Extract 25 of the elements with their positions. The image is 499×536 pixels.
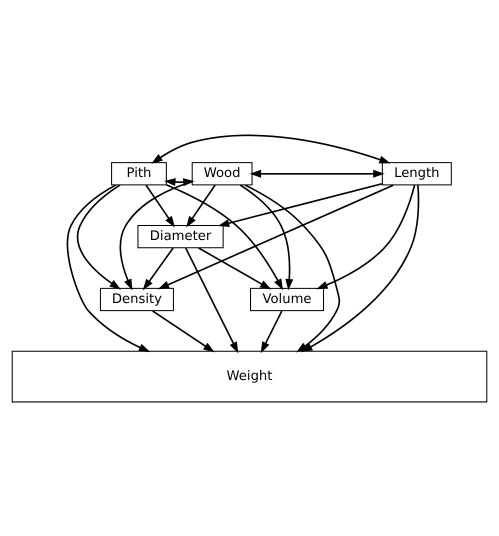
arrow: [186, 184, 216, 227]
arrow: [145, 184, 175, 227]
arrow: [66, 184, 150, 352]
arrow: [142, 247, 174, 290]
node-box: Weight: [12, 350, 488, 402]
arrow: [185, 247, 238, 353]
arrow: [198, 246, 272, 290]
arrow: [76, 184, 121, 290]
arrow: [166, 184, 284, 290]
arrow: [316, 184, 416, 289]
arrow: [218, 182, 382, 227]
arrow: [301, 184, 420, 352]
node-box: Wood: [192, 162, 253, 185]
arrow: [240, 184, 294, 290]
node-box: Pith: [111, 162, 167, 185]
node-box: Length: [382, 162, 452, 185]
node-box: Density: [100, 287, 174, 311]
arrow: [158, 184, 394, 289]
arrow: [250, 169, 385, 178]
arrow: [151, 134, 391, 164]
node-box: Diameter: [137, 224, 224, 248]
arrow: [260, 310, 283, 353]
arrow: [152, 310, 215, 352]
arrow: [244, 184, 340, 352]
node-box: Volume: [250, 287, 324, 311]
